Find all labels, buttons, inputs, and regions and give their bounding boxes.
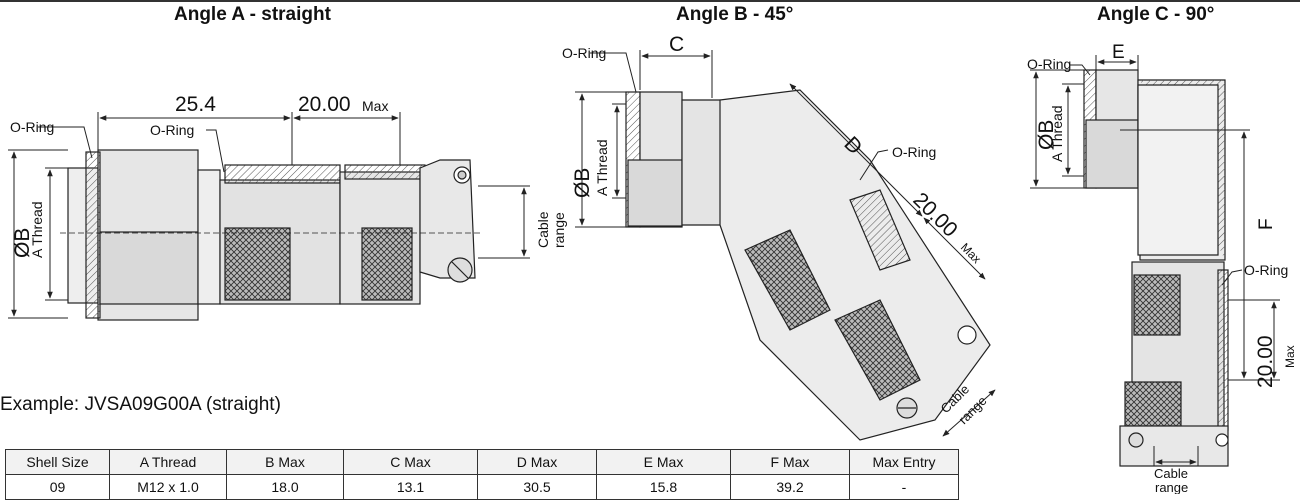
cell-b-max: 18.0	[226, 474, 344, 500]
cell-c-max: 13.1	[343, 474, 478, 500]
a-screw-slot	[451, 261, 469, 279]
top-border	[0, 0, 1300, 2]
c-dim-20: 20.00	[1254, 335, 1277, 388]
cell-e-max: 15.8	[596, 474, 731, 500]
c-knurl-base	[1085, 119, 1139, 189]
dims-angle-c	[1030, 55, 1280, 466]
a-body-hatch	[224, 164, 341, 184]
a-dim-max: Max	[362, 98, 388, 114]
cell-a-thread: M12 x 1.0	[109, 474, 227, 500]
a-dim-20: 20.00	[298, 93, 351, 116]
col-d-max: D Max	[477, 449, 597, 475]
a-oring-label-1: O-Ring	[10, 119, 54, 135]
drawing-angle-c	[1083, 69, 1229, 467]
b-dim-cable-line	[942, 389, 996, 437]
angle-a-title: Angle A - straight	[174, 4, 331, 25]
col-e-max: E Max	[596, 449, 731, 475]
a-oring-label-2: O-Ring	[150, 122, 194, 138]
angle-c-title: Angle C - 90°	[1097, 4, 1215, 25]
a-oring-leader-1	[38, 126, 93, 159]
cell-d-max: 30.5	[477, 474, 597, 500]
drawing-angle-a	[60, 149, 480, 321]
a-backshell-hatch	[344, 164, 426, 180]
c-thread-label: A Thread	[1049, 105, 1065, 162]
angle-b-title: Angle B - 45°	[676, 4, 794, 25]
c-ob-label: ØB	[1035, 120, 1058, 150]
cell-shell-size: 09	[5, 474, 110, 500]
c-knurl-1	[1133, 274, 1181, 336]
c-range-label: range	[1155, 480, 1188, 494]
table-header-row: Shell Size A Thread B Max C Max D Max E …	[5, 449, 959, 475]
b-knurl-1	[744, 229, 831, 331]
a-thread-label: A Thread	[29, 201, 45, 258]
c-dim-e: E	[1112, 42, 1125, 63]
b-dim-20-line	[923, 217, 986, 280]
col-shell-size: Shell Size	[5, 449, 110, 475]
col-max-entry: Max Entry	[849, 449, 959, 475]
b-oring-leader-2	[859, 149, 889, 181]
col-f-max: F Max	[730, 449, 850, 475]
a-ob-label: ØB	[11, 228, 34, 258]
c-clamp-screw-right	[1215, 433, 1229, 447]
c-dim-f: F	[1256, 218, 1277, 230]
a-knurl-1	[224, 227, 291, 301]
b-clamp-screw-top	[957, 325, 977, 345]
col-c-max: C Max	[343, 449, 478, 475]
b-oring-leader-1	[590, 52, 637, 93]
b-oring-label-2: O-Ring	[892, 144, 936, 160]
c-clamp-screw-left	[1128, 432, 1144, 448]
a-oring-section	[85, 151, 101, 319]
c-dim-max: Max	[1283, 345, 1297, 368]
a-clamp-screw-top-inner	[457, 170, 467, 180]
b-thread-label: A Thread	[594, 139, 610, 196]
b-knurl-base	[627, 159, 683, 227]
table-row: 09 M12 x 1.0 18.0 13.1 30.5 15.8 39.2 -	[5, 474, 959, 500]
col-b-max: B Max	[226, 449, 344, 475]
b-dim-d-line	[789, 83, 923, 217]
example-part-number: Example: JVSA09G00A (straight)	[0, 394, 281, 415]
c-oring-leader-2	[1221, 269, 1243, 286]
a-cable-label: Cable	[535, 211, 551, 248]
a-coupling-knurl-base	[99, 231, 199, 305]
c-body-hatch	[1217, 269, 1229, 431]
a-range-label: range	[551, 212, 567, 248]
b-dim-max: Max	[958, 240, 984, 266]
c-oring-label-2: O-Ring	[1244, 262, 1288, 278]
c-elbow-inner	[1137, 84, 1219, 256]
c-cable-label: Cable	[1154, 466, 1188, 481]
col-a-thread: A Thread	[109, 449, 227, 475]
a-clamp	[419, 159, 476, 279]
b-dim-c: C	[669, 33, 684, 56]
a-oring-leader-2	[206, 129, 225, 173]
a-body-step	[197, 169, 221, 305]
dims-angle-a	[8, 112, 530, 319]
b-knurl-2	[834, 299, 921, 401]
c-knurl-2	[1124, 381, 1182, 427]
a-dim-25: 25.4	[175, 93, 216, 116]
c-oring-label-1: O-Ring	[1027, 56, 1071, 72]
dims-angle-b	[575, 50, 996, 437]
b-oring-label-1: O-Ring	[562, 45, 606, 61]
a-knurl-2	[361, 227, 413, 301]
c-oring-leader-1	[1070, 64, 1091, 76]
b-ob-label: ØB	[571, 168, 594, 198]
drawing-angle-b	[625, 89, 991, 441]
cell-max-entry: -	[849, 474, 959, 500]
cell-f-max: 39.2	[730, 474, 850, 500]
dimensions-table: Shell Size A Thread B Max C Max D Max E …	[5, 449, 959, 500]
